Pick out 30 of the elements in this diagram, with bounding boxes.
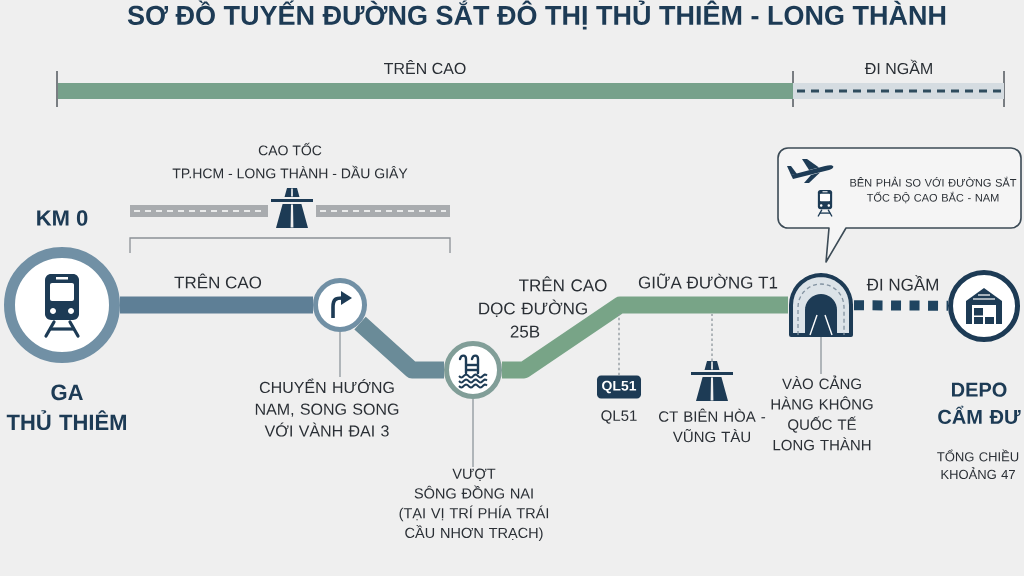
speech-bubble: BÊN PHẢI SO VỚI ĐƯỜNG SẮT TỐC ĐỘ CAO BẮC - NAM	[777, 147, 1022, 263]
depot-name: DEPO CẨM ĐƯ	[938, 382, 1021, 424]
dashed-route-line	[853, 300, 949, 311]
title: SƠ ĐỒ TUYẾN ĐƯỜNG SẮT ĐÔ THỊ THỦ THIÊM - LONG THÀNH	[127, 0, 946, 30]
leader-line	[618, 313, 620, 376]
route-line	[120, 296, 313, 314]
callout-text: VƯỢT SÔNG ĐỒNG NAI (TẠI VỊ TRÍ PHÍA TRÁI CẦU NHƠN TRẠCH)	[399, 468, 549, 541]
route-label: GIỮA ĐƯỜNG T1	[638, 273, 778, 289]
callout-text: VÀO CẢNG HÀNG KHÔNG QUỐC TẾ LONG THÀNH	[771, 375, 873, 451]
road-name: CT BIÊN HÒA - VŨNG TÀU	[659, 408, 766, 443]
station-name: GA THỦ THIÊM	[6, 384, 126, 431]
route-line	[502, 296, 788, 379]
highway-label: CAO TỐC	[258, 142, 322, 156]
leader-line	[820, 336, 822, 375]
tunnel-icon	[789, 273, 853, 337]
route-line	[354, 316, 444, 379]
road-sign-badge: QL51	[597, 375, 641, 399]
edge-label: TRÊN CAO	[174, 273, 262, 289]
leader-line	[339, 331, 341, 378]
length-note: TỔNG CHIỀU KHOẢNG 47	[937, 449, 1019, 480]
callout-text: CHUYỂN HƯỚNG NAM, SONG SONG VỚI VÀNH ĐAI 3	[255, 378, 399, 437]
edge-label: TRÊN CAO DỌC ĐƯỜNG 25B	[479, 276, 607, 338]
section-label: ĐI NGẦM	[864, 59, 932, 75]
road-name: QL51	[601, 410, 637, 424]
km-marker-label: KM 0	[37, 210, 88, 226]
section-label: TRÊN CAO	[384, 59, 466, 75]
leader-line	[711, 313, 713, 362]
edge-label: ĐI NGẦM	[866, 275, 938, 291]
leader-line	[472, 398, 474, 468]
highway-label: TP.HCM - LONG THÀNH - DẦU GIÂY	[172, 165, 408, 179]
